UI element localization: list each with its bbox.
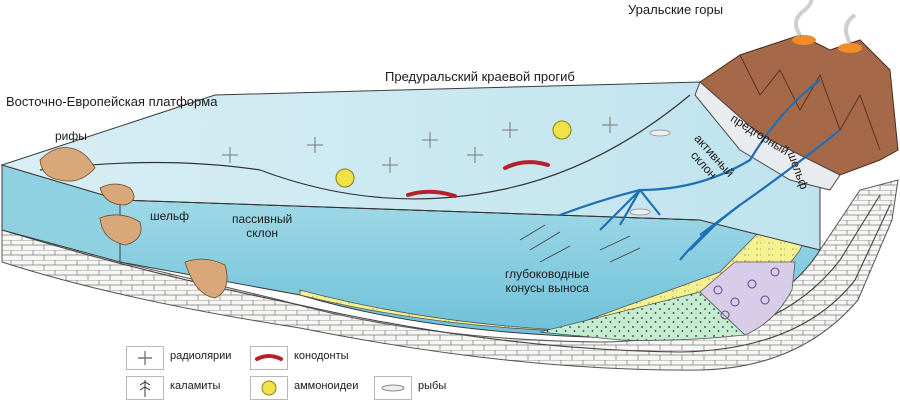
legend-radiolaria-label: радиолярии	[170, 350, 232, 362]
label-platform: Восточно-Европейская платформа	[6, 94, 218, 109]
label-passive-slope: пассивный склон	[232, 212, 293, 240]
reefs	[39, 147, 228, 299]
ammonoid-markers	[335, 120, 572, 188]
legend-calamites-label: каламиты	[170, 380, 221, 392]
legend-radiolaria-swatch	[126, 346, 164, 370]
fish-markers	[629, 129, 671, 216]
ammonoid-fossils	[713, 267, 780, 320]
label-urals: Уральские горы	[628, 2, 724, 17]
rivers	[559, 79, 841, 261]
legend-fish-swatch	[374, 376, 412, 400]
legend-ammonoids-swatch	[250, 376, 288, 400]
radiolaria-markers	[222, 117, 618, 173]
deep-channels	[519, 224, 641, 263]
legend-ammonoids-label: аммоноидеи	[294, 380, 359, 392]
label-shelf-left: шельф	[150, 209, 190, 223]
purple-deposit	[699, 261, 796, 336]
legend-calamites-swatch	[126, 376, 164, 400]
legend-fish-label: рыбы	[418, 380, 447, 392]
label-trough: Предуральский краевой прогиб	[385, 69, 575, 84]
ural-mountains	[694, 0, 899, 191]
label-reefs: рифы	[55, 129, 87, 143]
shelf-break-line	[39, 94, 691, 200]
label-deep-fans: глубоководные конусы выноса	[505, 267, 590, 295]
legend-conodonts-label: конодонты	[294, 350, 349, 362]
conodont-markers	[406, 160, 550, 198]
legend-conodonts-swatch	[250, 346, 288, 370]
